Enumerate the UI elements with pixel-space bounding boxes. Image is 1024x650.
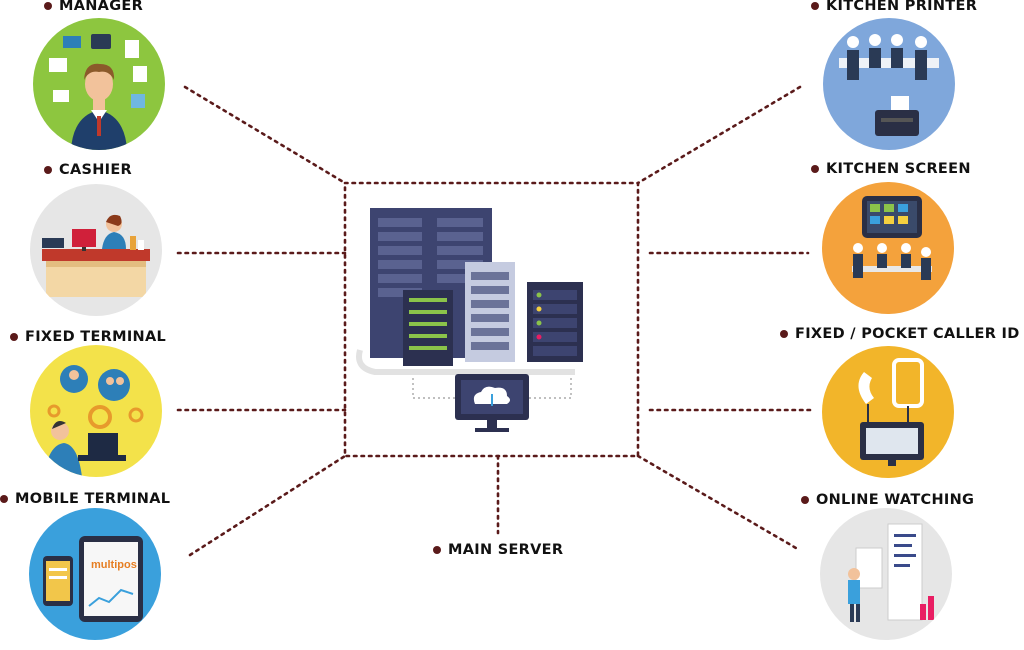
mobile-terminal-illustration: multipos (29, 508, 161, 640)
online-watching-illustration (820, 508, 952, 640)
fixed-terminal-label: FIXED TERMINAL (10, 329, 166, 345)
brand-logo: multipos (91, 559, 137, 571)
cashier-illustration (30, 184, 162, 316)
main-server-label: MAIN SERVER (433, 542, 563, 558)
online-watching-label: ONLINE WATCHING (801, 492, 974, 508)
bullet-icon (44, 166, 52, 174)
bullet-icon (0, 495, 8, 503)
bullet-icon (433, 546, 441, 554)
manager-label: MANAGER (44, 0, 143, 14)
kitchen-screen-illustration (822, 182, 954, 314)
bullet-icon (811, 2, 819, 10)
kitchen-printer-label: KITCHEN PRINTER (811, 0, 977, 14)
bullet-icon (10, 333, 18, 341)
bullet-icon (811, 165, 819, 173)
main-server-illustration (356, 208, 583, 432)
kitchen-printer-illustration (823, 18, 955, 150)
mobile-terminal-label: MOBILE TERMINAL (0, 491, 170, 507)
fixed-terminal-illustration (30, 345, 162, 477)
bullet-icon (801, 496, 809, 504)
bullet-icon (780, 330, 788, 338)
cashier-label: CASHIER (44, 162, 132, 178)
bullet-icon (44, 2, 52, 10)
caller-id-label: FIXED / POCKET CALLER ID (780, 326, 1020, 342)
kitchen-screen-label: KITCHEN SCREEN (811, 161, 971, 177)
caller-id-illustration (822, 346, 954, 478)
manager-illustration (33, 18, 165, 150)
